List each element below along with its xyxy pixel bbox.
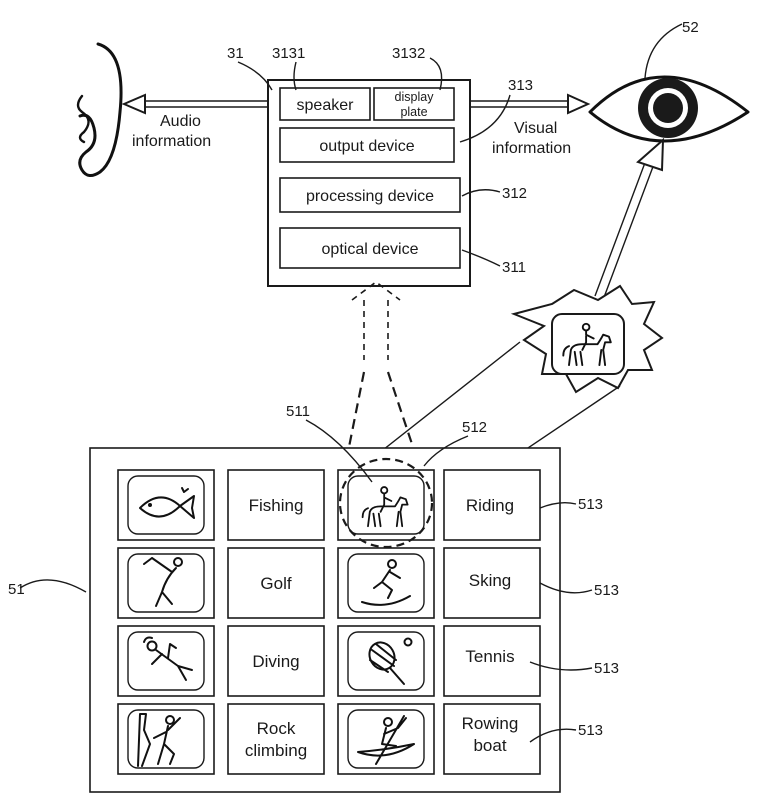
processing-device-leader (461, 189, 501, 197)
label-ref-2: 513 (594, 582, 619, 599)
audio-label-line2: information (132, 133, 211, 150)
eye-leader-line (644, 23, 683, 79)
processing-device-box (279, 177, 461, 213)
tile-riding-icon[interactable] (337, 469, 435, 541)
audio-arrow (121, 93, 283, 115)
board-row-2: Golf Sking (117, 547, 541, 619)
output-device-label: output device (319, 138, 414, 155)
label-ref-4: 513 (578, 722, 603, 739)
label-riding: Riding (466, 496, 514, 515)
display-plate-leader (429, 57, 443, 91)
optical-device-ref: 311 (502, 259, 526, 276)
visual-label-line1: Visual (514, 120, 557, 137)
label-rowing-boat-1: Rowing (462, 714, 519, 733)
board-ref: 51 (8, 581, 25, 598)
processing-device-label: processing device (306, 188, 434, 205)
speaker-label: speaker (297, 97, 355, 114)
label-rock-climbing-1: Rock (257, 719, 296, 738)
device-ref: 31 (227, 45, 244, 62)
display-plate-label-1: display (395, 90, 435, 104)
processing-device-ref: 312 (502, 185, 527, 202)
speaker-leader (293, 61, 297, 91)
zoom-arrow (594, 137, 665, 301)
focus-leader (423, 435, 469, 467)
ear-icon (76, 42, 123, 177)
visual-arrow (451, 93, 591, 115)
tile-fishing-icon[interactable] (117, 469, 215, 541)
selected-icon-leader (305, 419, 373, 483)
output-device-box (279, 127, 455, 163)
label-ref-1: 513 (578, 496, 603, 513)
tile-tennis-label[interactable] (443, 625, 541, 697)
selection-focus-ring (338, 457, 434, 549)
board-leader (19, 579, 87, 593)
device-leader (237, 61, 273, 91)
display-plate-box (373, 87, 455, 121)
board-row-3: Diving Tennis (117, 625, 541, 697)
optical-device-box (279, 227, 461, 269)
eye-icon (588, 75, 750, 143)
label-tennis: Tennis (465, 647, 514, 666)
focus-ref: 512 (462, 419, 487, 436)
tile-diving-icon[interactable] (117, 625, 215, 697)
label-sking: Sking (469, 571, 512, 590)
output-device-ref: 313 (508, 77, 533, 94)
tile-diving-label[interactable] (227, 625, 325, 697)
optical-device-leader (461, 249, 501, 267)
label-diving: Diving (252, 652, 299, 671)
visual-label-line2: information (492, 140, 571, 157)
capture-arrow (344, 281, 420, 463)
board-row-1: Fishing Riding (117, 469, 541, 541)
zoom-callout (510, 284, 664, 394)
label-leader-3 (529, 661, 593, 671)
label-ref-3: 513 (594, 660, 619, 677)
tile-sking-icon[interactable] (337, 547, 435, 619)
display-plate-label-2: plate (400, 105, 427, 119)
audio-label-line1: Audio (160, 113, 201, 130)
optical-device-label: optical device (322, 241, 419, 258)
speaker-box (279, 87, 371, 121)
label-rock-climbing-2: climbing (245, 741, 307, 760)
eye-ref: 52 (682, 19, 699, 36)
tile-rowing-label[interactable] (443, 703, 541, 775)
selected-icon-ref: 511 (286, 403, 310, 420)
label-rowing-boat-2: boat (473, 736, 506, 755)
board-row-4: Rock climbing Rowing boat (117, 703, 541, 775)
tile-climbing-label[interactable] (227, 703, 325, 775)
display-plate-ref: 3132 (392, 45, 425, 62)
label-leader-2 (539, 582, 593, 594)
tile-riding-label[interactable] (443, 469, 541, 541)
label-fishing: Fishing (249, 496, 304, 515)
tile-rowing-icon[interactable] (337, 703, 435, 775)
output-device-leader (459, 94, 511, 143)
label-golf: Golf (260, 574, 291, 593)
label-leader-4 (529, 728, 577, 743)
speaker-ref: 3131 (272, 45, 305, 62)
tile-golf-label[interactable] (227, 547, 325, 619)
tile-sking-label[interactable] (443, 547, 541, 619)
tile-fishing-label[interactable] (227, 469, 325, 541)
label-leader-1 (539, 501, 577, 509)
